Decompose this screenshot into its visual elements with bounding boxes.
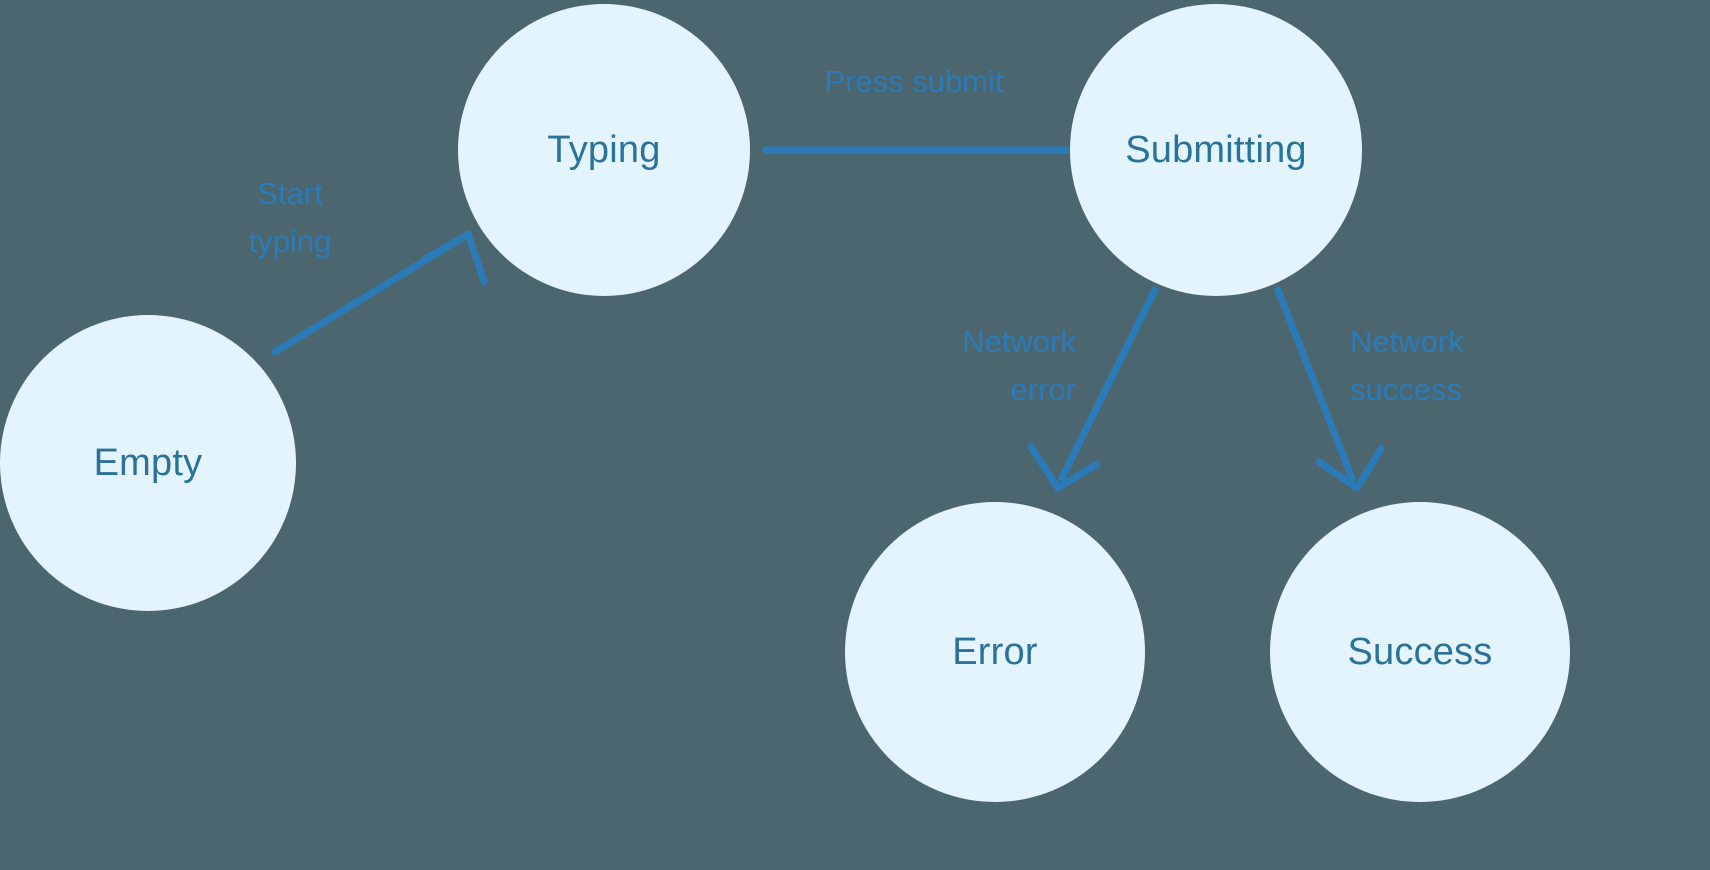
node-success-label: Success [1347, 631, 1493, 673]
node-error-label: Error [952, 631, 1038, 673]
edge-label-press-submit-line-1: Press submit [824, 64, 1004, 99]
edge-label-network-success-line-1: Network [1350, 324, 1464, 359]
node-empty[interactable]: Empty [0, 315, 296, 611]
edge-label-network-error-line-1: Network [962, 324, 1076, 359]
edge-label-start-typing-line-2: typing [248, 224, 332, 260]
node-submitting[interactable]: Submitting [1070, 4, 1362, 296]
node-typing-label: Typing [547, 129, 661, 171]
node-empty-label: Empty [93, 442, 203, 484]
edge-label-network-success-line-2: success [1350, 372, 1462, 408]
node-success[interactable]: Success [1270, 502, 1570, 802]
node-typing[interactable]: Typing [458, 4, 750, 296]
edge-label-press-submit: Press submit [796, 58, 1032, 106]
node-error[interactable]: Error [845, 502, 1145, 802]
edge-label-start-typing-line-1: Start [257, 176, 323, 211]
edge-label-start-typing: Start typing [220, 170, 360, 266]
edge-label-network-error: Network error [860, 318, 1076, 414]
edge-submitting-to-success [1274, 286, 1385, 492]
edge-empty-to-typing [271, 230, 488, 356]
edge-label-network-error-line-2: error [1010, 372, 1076, 408]
edge-submitting-to-error [1027, 286, 1159, 492]
edge-label-network-success: Network success [1350, 318, 1510, 414]
node-submitting-label: Submitting [1125, 129, 1307, 171]
